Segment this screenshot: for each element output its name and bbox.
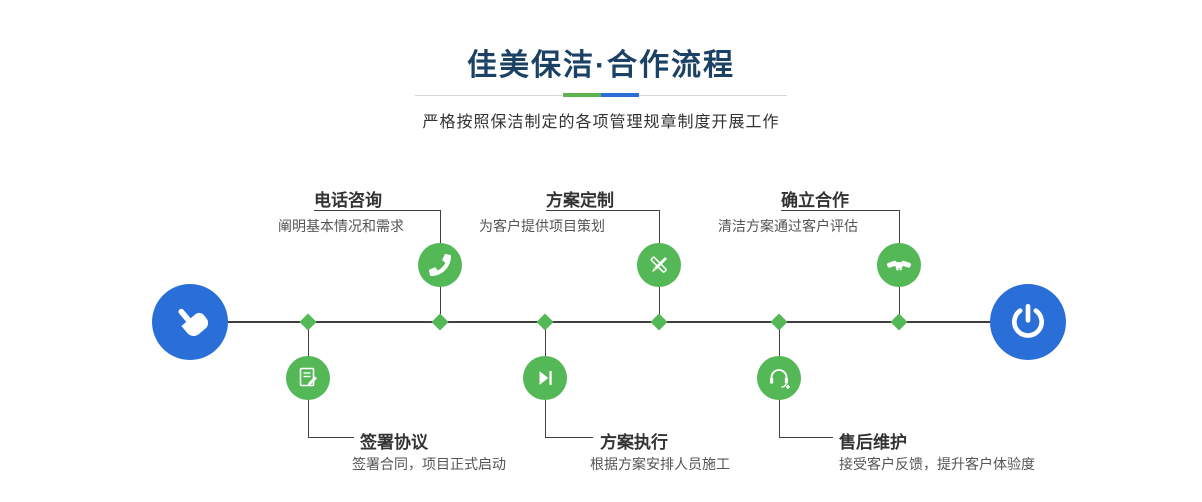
timeline-diamond-1: [299, 313, 317, 331]
node-plan-design: [637, 243, 681, 287]
step-desc-plan-design: 为客户提供项目策划: [479, 218, 605, 234]
label-line-top-3: [781, 210, 899, 211]
step-desc-sign-agreement: 签署合同，项目正式启动: [352, 456, 506, 472]
title-accent-green: [563, 93, 601, 97]
timeline-line: [190, 321, 1028, 323]
step-desc-aftersales-support: 接受客户反馈，提升客户体验度: [839, 456, 1035, 472]
label-line-bottom-3: [779, 437, 833, 438]
step-desc-phone-consult: 阐明基本情况和需求: [278, 218, 404, 234]
node-sign-agreement: [286, 356, 330, 400]
step-label-aftersales-support: 售后维护: [839, 433, 907, 452]
step-label-sign-agreement: 签署协议: [360, 433, 428, 452]
timeline-diamond-6: [890, 313, 908, 331]
node-aftersales-support: [757, 356, 801, 400]
timeline-diamond-5: [770, 313, 788, 331]
node-phone-consult: [418, 243, 462, 287]
play-next-icon: [534, 367, 556, 389]
label-line-top-2: [546, 210, 659, 211]
pointing-hand-icon: [170, 302, 210, 342]
title-accent-blue: [601, 93, 639, 97]
end-terminal: [990, 284, 1066, 360]
page-title: 佳美保洁·合作流程: [467, 49, 735, 82]
phone-call-icon: [429, 254, 451, 276]
timeline-diamond-2: [431, 313, 449, 331]
timeline-diamond-4: [650, 313, 668, 331]
label-line-bottom-2: [545, 437, 593, 438]
start-terminal: [152, 284, 228, 360]
power-icon: [1008, 302, 1048, 342]
timeline-diamond-3: [536, 313, 554, 331]
headset-support-icon: [767, 366, 791, 390]
handshake-icon: [886, 252, 912, 278]
label-line-top-1: [314, 210, 440, 211]
step-label-plan-design: 方案定制: [546, 191, 614, 210]
contract-sign-icon: [296, 366, 320, 390]
step-desc-plan-execution: 根据方案安排人员施工: [590, 456, 730, 472]
step-label-plan-execution: 方案执行: [600, 433, 668, 452]
step-desc-establish-cooperation: 清洁方案通过客户评估: [718, 218, 858, 234]
page-subtitle: 严格按照保洁制定的各项管理规章制度开展工作: [422, 114, 780, 131]
design-tools-icon: [647, 253, 671, 277]
node-plan-execution: [523, 356, 567, 400]
step-label-phone-consult: 电话咨询: [314, 191, 382, 210]
label-line-bottom-1: [308, 437, 354, 438]
step-label-establish-cooperation: 确立合作: [781, 191, 849, 210]
node-establish-cooperation: [877, 243, 921, 287]
